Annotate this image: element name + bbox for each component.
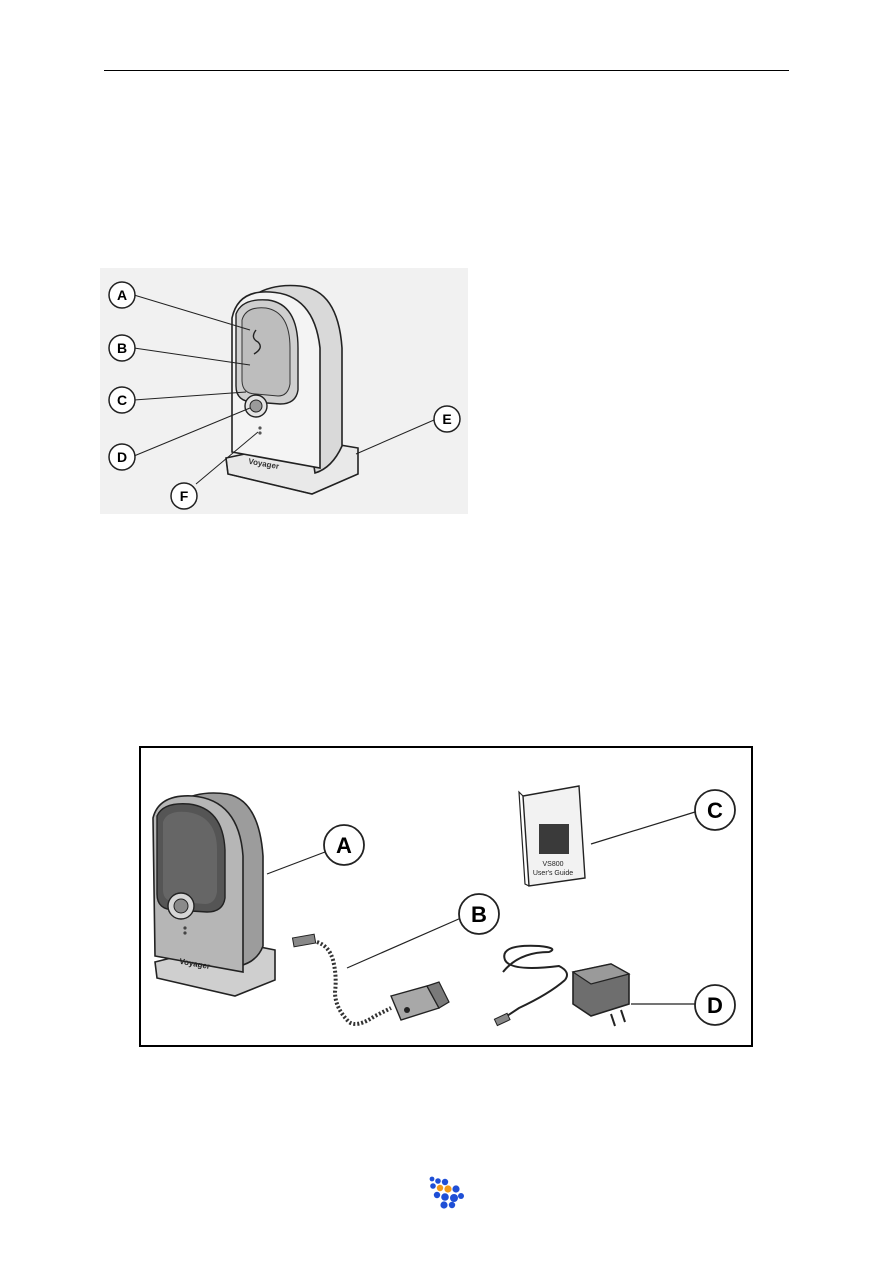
callout-d: D	[694, 984, 736, 1026]
scanner-diagram-svg: Voyager A B C D E F	[100, 268, 468, 514]
callout-d: D	[108, 443, 136, 471]
callout-c: C	[694, 789, 736, 831]
callout-f: F	[170, 482, 198, 510]
guide-model: VS800	[542, 861, 563, 868]
svg-text:B: B	[117, 340, 127, 356]
svg-text:A: A	[336, 833, 352, 858]
header-rule	[104, 70, 789, 71]
svg-text:F: F	[180, 488, 189, 504]
callout-a: A	[323, 824, 365, 866]
callout-a: A	[108, 281, 136, 309]
package-contents-diagram: Voyager VS800 User's Guide A	[139, 746, 753, 1047]
svg-text:E: E	[442, 411, 451, 427]
guide-title: User's Guide	[533, 870, 573, 877]
svg-text:B: B	[471, 902, 487, 927]
callout-b: B	[458, 893, 500, 935]
callout-c: C	[108, 386, 136, 414]
svg-text:C: C	[707, 798, 723, 823]
dotted-logo-icon	[426, 1175, 466, 1209]
svg-text:A: A	[117, 287, 127, 303]
svg-text:D: D	[707, 993, 723, 1018]
callout-e: E	[433, 405, 461, 433]
callout-b: B	[108, 334, 136, 362]
svg-text:D: D	[117, 449, 127, 465]
package-contents-svg: Voyager VS800 User's Guide A	[139, 746, 753, 1047]
svg-text:C: C	[117, 392, 127, 408]
scanner-diagram: Voyager A B C D E F	[100, 268, 468, 514]
